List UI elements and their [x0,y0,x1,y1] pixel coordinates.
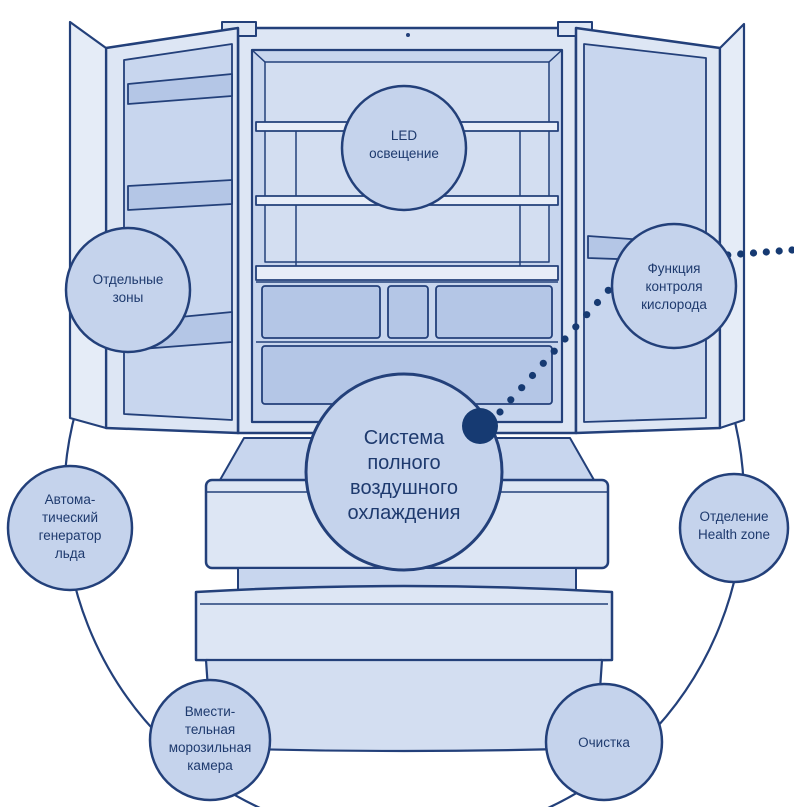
cooling-label-line: воздушного [350,477,458,499]
health-label-line: Отделение [699,509,768,524]
leader-dot [507,396,515,404]
left-door [68,20,240,435]
leader-dot [593,298,602,307]
crisper-middle [387,285,429,339]
oxygen-bubble [610,222,738,350]
freezer-label: Вмести-тельная морозильная камера [169,704,252,773]
oxygen-label: Функция контроля кислорода [641,261,707,312]
feature-cooling: Система полного воздушного охлаждения [304,372,504,572]
feature-oxygen: Функция контроля кислорода [610,222,738,350]
shelf-3 [255,265,559,281]
leader-dot [528,371,537,380]
door-bin-1 [127,73,233,105]
freezer-label-line: камера [187,758,233,773]
right-door-outer-edge [718,22,746,430]
feature-cleaning: Очистка [544,682,664,802]
leader-dot [762,248,770,256]
led-label: LED освещение [369,128,439,161]
leader-dot [539,359,547,367]
ice-label-line: генератор [39,528,102,543]
ice-bubble [6,464,134,592]
ice-label-line: Автома- [45,492,96,507]
cooling-bubble [304,372,504,572]
feature-freezer: Вмести-тельная морозильная камера [148,678,272,802]
leader-dot [604,286,612,294]
leader-dot [561,335,569,343]
cooling-label-line: полного [367,452,440,474]
cooling-label-line: охлаждения [348,502,461,524]
ice-label-line: тический [42,510,98,525]
freezer-drawer-front [194,584,614,664]
freezer-label-line: тельная [185,722,235,737]
freezer-bubble [148,678,272,802]
zones-bubble [64,226,192,354]
crisper-left [261,285,381,339]
leader-dot [749,249,758,257]
door-bin-2 [127,179,233,211]
leader-dot [583,311,591,319]
leader-dot [775,247,783,255]
health-bubble [678,472,790,584]
ice-label: Автома-тический генератор льда [39,492,102,561]
leader-dot [572,323,580,331]
zones-label: Отдельные зоны [93,272,164,305]
led-bubble [340,84,468,212]
freezer-label-line: Вмести- [185,704,236,719]
cooling-label-line: Система [364,427,445,449]
cleaning-label-line: Очистка [578,735,630,750]
refrigerator-illustration [221,21,593,435]
cleaning-bubble [544,682,664,802]
ice-label-line: льда [55,546,86,561]
crisper-right [435,285,553,339]
oxygen-label-line: кислорода [641,297,707,312]
leader-dot [496,408,504,416]
interior-corner-tr [548,49,563,63]
cooling-label: Система полного воздушного охлаждения [348,427,461,524]
health-label-line: Health zone [698,527,770,542]
interior-corner-tl [251,49,266,63]
led-label-line: освещение [369,146,439,161]
leader-dot [550,347,558,355]
leader-dot [788,246,794,254]
zones-label-line: Отдельные [93,272,164,287]
oxygen-label-line: контроля [645,279,702,294]
cooling-anchor-dot [462,408,498,444]
feature-ice: Автома-тический генератор льда [6,464,134,592]
top-indicator [406,33,410,37]
oxygen-label-line: Функция [648,261,701,276]
leader-dot [737,250,745,258]
cleaning-label: Очистка [578,735,630,750]
feature-zones: Отдельные зоны [64,226,192,354]
leader-dot [518,384,526,392]
feature-led: LED освещение [340,84,468,212]
shelf-supports [295,131,521,266]
left-door-outer-edge [68,20,108,430]
led-label-line: LED [391,128,418,143]
freezer-label-line: морозильная [169,740,252,755]
zones-label-line: зоны [113,290,144,305]
